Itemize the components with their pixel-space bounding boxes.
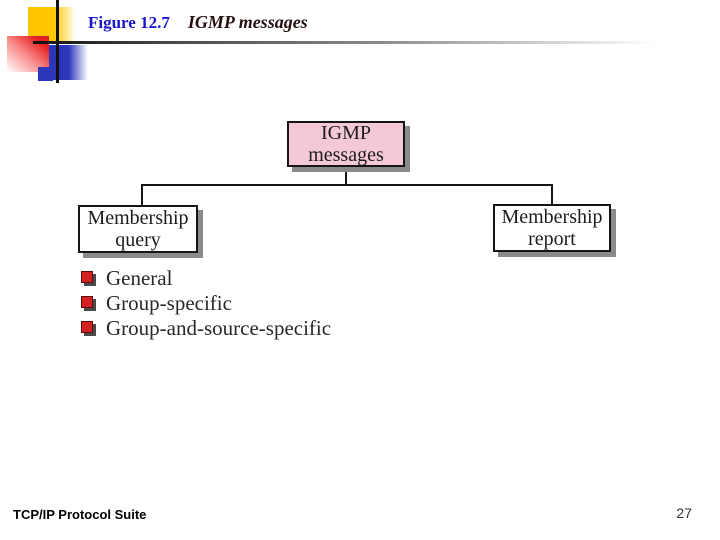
node-label-line: query [115, 229, 161, 251]
list-item-label: Group-and-source-specific [106, 316, 332, 340]
bullet-square-icon [81, 321, 96, 336]
diagram-node-membership-query: Membership query [78, 205, 198, 253]
bullet-square-icon [81, 296, 96, 311]
connector-root-stub [345, 168, 347, 185]
connector-drop-left [141, 184, 143, 206]
decor-blue-square-small [38, 67, 53, 81]
figure-caption: IGMP messages [187, 12, 308, 32]
bullet-square-icon [81, 271, 96, 286]
connector-drop-right [551, 184, 553, 205]
decor-blue-square [49, 45, 88, 80]
decor-yellow-square [28, 7, 75, 41]
connector-horizontal [141, 184, 553, 186]
node-label-line: Membership [501, 206, 603, 228]
list-item: General [81, 266, 172, 290]
diagram-node-igmp-messages: IGMP messages [287, 121, 405, 167]
title-divider-line [33, 41, 657, 44]
list-item-label: Group-specific [106, 291, 232, 315]
page-number: 27 [676, 505, 692, 521]
node-label-line: IGMP [320, 122, 371, 144]
node-label-line: Membership [87, 207, 189, 229]
slide-title: Figure 12.7 IGMP messages [88, 12, 308, 33]
node-label-line: report [528, 228, 576, 250]
list-item-label: General [106, 266, 173, 290]
list-item: Group-specific [81, 291, 232, 315]
footer-book-title: TCP/IP Protocol Suite [13, 507, 147, 522]
node-label-line: messages [308, 144, 384, 166]
figure-number-label: Figure 12.7 [88, 13, 170, 32]
diagram-node-membership-report: Membership report [493, 204, 611, 252]
list-item: Group-and-source-specific [81, 316, 331, 340]
